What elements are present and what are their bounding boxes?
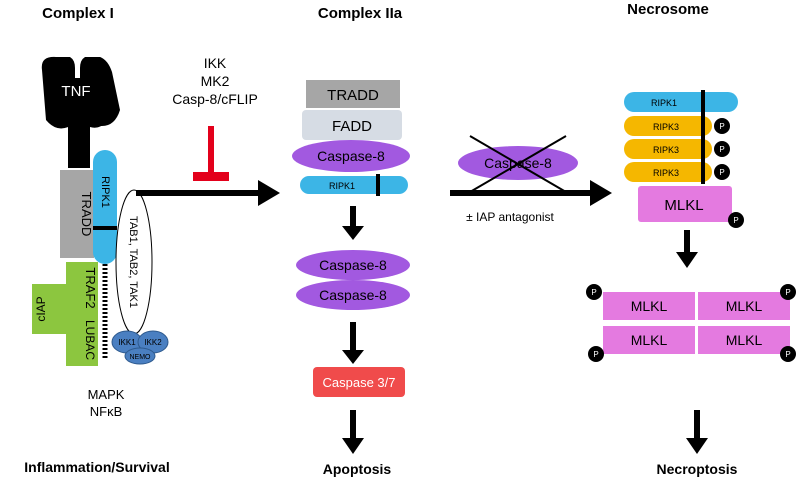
fadd-box xyxy=(302,110,402,140)
ikk2-label: IKK2 xyxy=(144,338,162,347)
ciap-label: cIAP xyxy=(34,296,48,321)
arrow-complex1-to-complex2a xyxy=(136,180,280,206)
inhibition-bar xyxy=(193,126,229,181)
nfkb-label: NFκB xyxy=(90,404,123,419)
outcome-inflammation: Inflammation/Survival xyxy=(24,459,169,475)
ripk3-3-label: RIPK3 xyxy=(653,168,679,178)
ripk1-complex2a: RIPK1 xyxy=(300,174,408,196)
mapk-label: MAPK xyxy=(88,387,125,402)
phospho-oligomer-tl-label: P xyxy=(591,288,596,297)
phospho-oligomer-tr-label: P xyxy=(785,288,790,297)
mlkl-oligomer-2: MLKL xyxy=(726,298,763,314)
ripk1-receptor: RIPK1 xyxy=(93,150,117,264)
mlkl-oligomer-1: MLKL xyxy=(631,298,668,314)
outcome-apoptosis: Apoptosis xyxy=(323,461,392,477)
arrow-to-caspase8-dimer xyxy=(342,206,364,240)
heading-necrosome: Necrosome xyxy=(627,1,709,18)
traf2-block xyxy=(66,262,98,314)
ripk1-necrosome: RIPK1 xyxy=(624,90,738,114)
ripk3-2-label: RIPK3 xyxy=(653,145,679,155)
ripk3-1: RIPK3 xyxy=(624,116,712,136)
phospho-mlkl: P xyxy=(728,212,744,228)
ripk3-divider xyxy=(701,114,705,184)
mlkl-oligomer-3: MLKL xyxy=(631,332,668,348)
iap-antagonist-note: ± IAP antagonist xyxy=(466,210,554,224)
nemo-label: NEMO xyxy=(130,354,152,361)
phospho-oligomer-bl: P xyxy=(588,346,604,362)
phospho-oligomer-br-label: P xyxy=(785,350,790,359)
phospho-ripk3-1: P xyxy=(714,118,730,134)
arrow-to-mlkl-oligomer xyxy=(676,230,698,268)
caspase37-label: Caspase 3/7 xyxy=(323,375,396,390)
tradd-box-label: TRADD xyxy=(327,87,379,104)
inhibitor-ikk: IKK xyxy=(204,55,227,71)
ciap-block xyxy=(32,284,66,334)
tradd-label: TRADD xyxy=(79,192,94,237)
phospho-mlkl-label: P xyxy=(733,216,738,225)
phospho-ripk3-3: P xyxy=(714,164,730,180)
ikk1-label: IKK1 xyxy=(118,338,136,347)
phospho-oligomer-br: P xyxy=(780,346,796,362)
inhibitor-mk2: MK2 xyxy=(201,73,230,89)
phospho-oligomer-tr: P xyxy=(780,284,796,300)
heading-complex-i: Complex I xyxy=(42,5,114,22)
inhibitor-casp8-cflip: Casp-8/cFLIP xyxy=(172,91,258,107)
ikk-complex: IKK1 IKK2 NEMO xyxy=(111,330,169,365)
ripk3-3: RIPK3 xyxy=(624,162,712,182)
tab-tak-complex: TAB1, TAB2, TAK1 xyxy=(115,189,153,335)
caspase8-dimer-top xyxy=(296,250,410,280)
phospho-ripk3-1-label: P xyxy=(719,122,724,131)
caspase8-dimer-bottom-label: Caspase-8 xyxy=(319,287,387,303)
tradd-box xyxy=(306,80,400,108)
caspase8-ellipse xyxy=(292,140,410,172)
arrow-to-necrosome xyxy=(450,180,612,206)
phospho-oligomer-tl: P xyxy=(586,284,602,300)
outcome-necroptosis: Necroptosis xyxy=(657,461,738,477)
ripk3-2: RIPK3 xyxy=(624,139,712,159)
phospho-ripk3-2: P xyxy=(714,141,730,157)
lubac-block xyxy=(66,314,98,366)
tnf-label: TNF xyxy=(61,83,90,100)
mlkl-oligomer-4: MLKL xyxy=(726,332,763,348)
fadd-box-label: FADD xyxy=(332,118,372,135)
caspase37-box xyxy=(313,367,405,397)
mlkl-label: MLKL xyxy=(664,197,703,214)
mlkl-oligomer: MLKL MLKL MLKL MLKL xyxy=(603,292,790,354)
arrow-to-caspase37 xyxy=(342,322,364,364)
arrow-to-necroptosis xyxy=(686,410,708,454)
phospho-oligomer-bl-label: P xyxy=(593,350,598,359)
cross-mark xyxy=(469,135,567,193)
ripk1-complex2a-label: RIPK1 xyxy=(329,181,355,191)
ripk1-receptor-label: RIPK1 xyxy=(99,176,111,208)
mlkl-box xyxy=(638,186,732,222)
caspase8-dimer-top-label: Caspase-8 xyxy=(319,257,387,273)
traf2-label: TRAF2 xyxy=(83,267,98,308)
lubac-label: LUBAC xyxy=(83,320,97,360)
tnf-trimer: TNF xyxy=(41,56,120,168)
ripk1-necrosome-label: RIPK1 xyxy=(651,98,677,108)
phospho-ripk3-3-label: P xyxy=(719,168,724,177)
ripk3-1-label: RIPK3 xyxy=(653,122,679,132)
phospho-ripk3-2-label: P xyxy=(719,145,724,154)
tab-tak-label: TAB1, TAB2, TAK1 xyxy=(127,216,139,308)
caspase8-label: Caspase-8 xyxy=(317,148,385,164)
heading-complex-iia: Complex IIa xyxy=(318,5,403,22)
tradd-block xyxy=(60,170,94,258)
caspase8-dimer-bottom xyxy=(296,280,410,310)
arrow-to-apoptosis xyxy=(342,410,364,454)
